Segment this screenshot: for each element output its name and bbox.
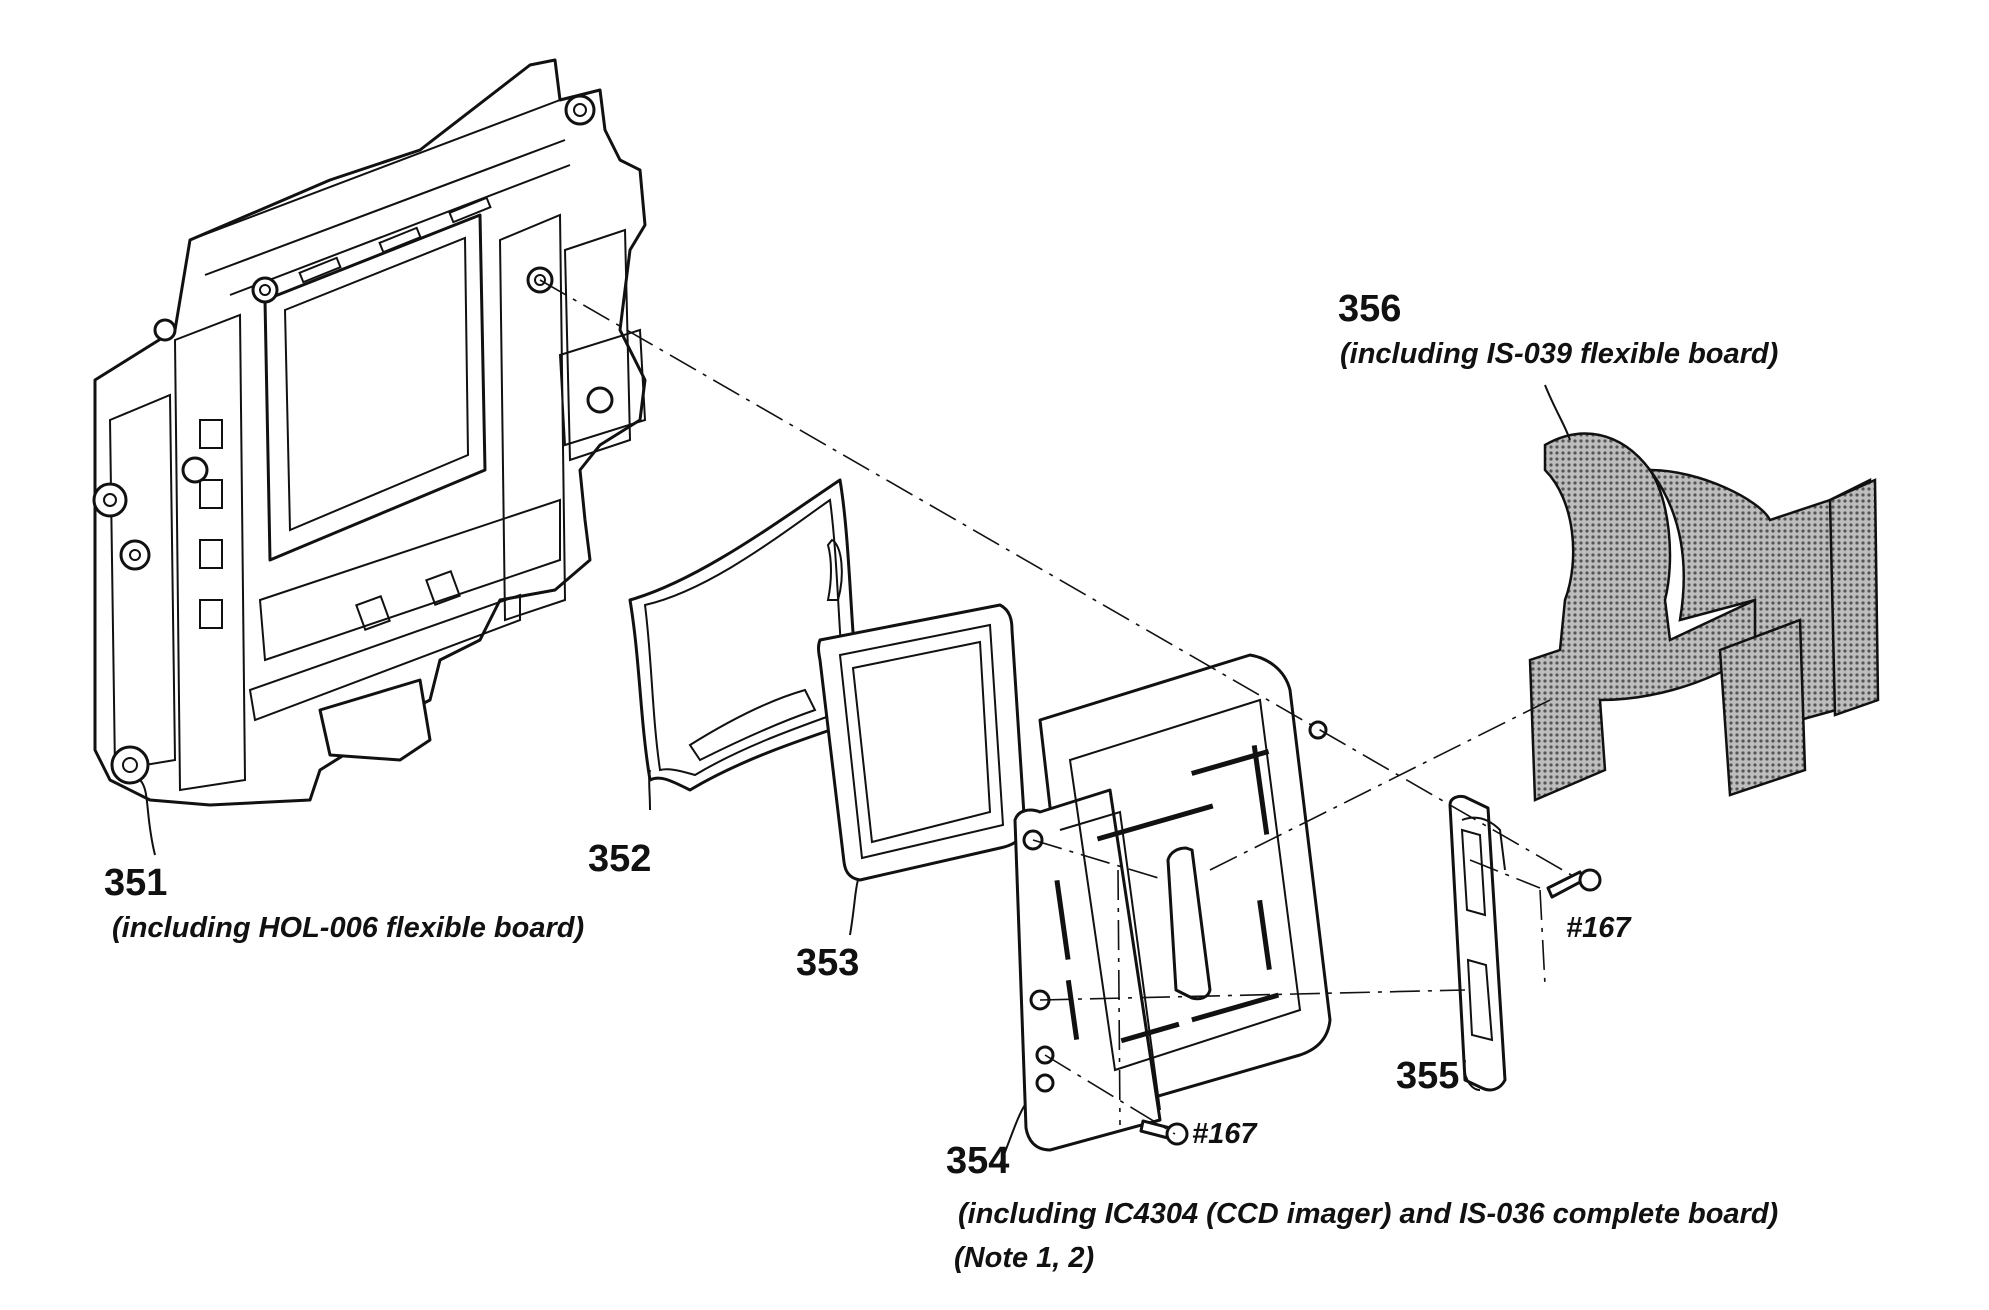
part-356-number: 356 xyxy=(1338,288,1402,330)
leader-lines xyxy=(139,384,1571,1166)
part-351-note: (including HOL-006 flexible board) xyxy=(112,912,585,944)
part-354-note: (including IC4304 (CCD imager) and IS-03… xyxy=(958,1198,1779,1230)
part-351-frame xyxy=(92,58,647,807)
part-355-bracket xyxy=(1448,794,1507,1092)
part-354-ccd-board xyxy=(1013,653,1332,1152)
part-353-number: 353 xyxy=(796,942,860,984)
screw-lower-label: #167 xyxy=(1192,1118,1257,1150)
screw-upper-icon xyxy=(1546,868,1602,899)
screw-lower-icon xyxy=(1139,1119,1189,1146)
screw-upper-label: #167 xyxy=(1566,912,1631,944)
part-356-note: (including IS-039 flexible board) xyxy=(1340,338,1779,370)
part-352-sheet xyxy=(628,478,862,792)
part-356-flex-board xyxy=(1528,432,1880,802)
part-353-frame xyxy=(817,603,1027,882)
part-355-number: 355 xyxy=(1396,1055,1460,1097)
part-351-number: 351 xyxy=(104,862,168,904)
part-352-number: 352 xyxy=(588,838,652,880)
assembly-lines xyxy=(539,279,1581,1135)
part-354-note-2: (Note 1, 2) xyxy=(954,1242,1095,1274)
part-354-number: 354 xyxy=(946,1140,1010,1182)
